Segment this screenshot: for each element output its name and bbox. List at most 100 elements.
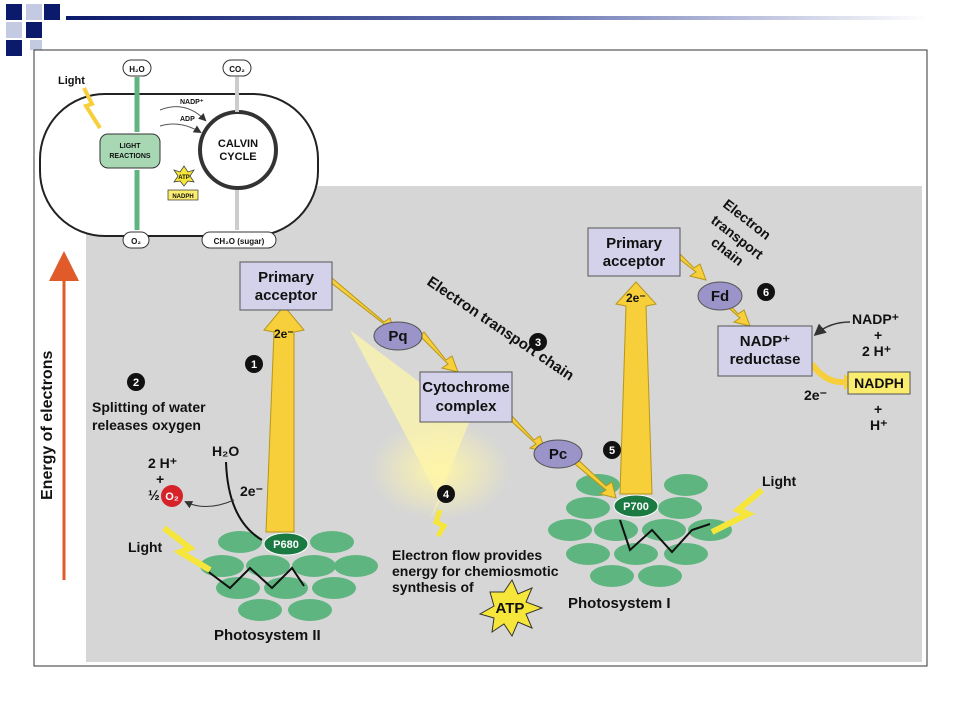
nadp-plus-label: NADP⁺ [852,311,899,327]
o2-inset-bubble [122,231,150,249]
splitting-water-label: releases oxygen [92,417,201,433]
ps2-primary-acceptor-label: acceptor [255,287,318,304]
step-marker-2 [127,373,145,391]
cytochrome-complex-box [419,371,513,423]
step-marker-4 [437,485,455,503]
pq-carrier [373,321,423,351]
ps1-light-bolt [710,487,764,535]
co2-inset-label: CO₂ [229,65,245,74]
chlorophyll-disk [218,531,262,553]
inset-nadph-box [167,189,199,201]
inset-atp-label: ATP [178,175,190,181]
photosystem-2-cluster: P680 Photosystem II [200,531,378,644]
ps1-primary-acceptor-label: acceptor [603,253,666,270]
electron-flow-label: synthesis of [392,579,474,595]
chlorophyll-disk [246,555,290,577]
chlorophyll-disk [312,577,356,599]
light-reactions-box [99,133,161,169]
h2o-inset-label: H₂O [129,65,145,74]
chlorophyll-disk [590,565,634,587]
ps2-excitation-path [205,566,305,590]
chlorophyll-disk [614,543,658,565]
ps1-electron-arrow [615,281,657,495]
deco-square [6,4,22,20]
fd-label: Fd [711,288,729,305]
deco-square [6,40,22,56]
calvin-cycle-label: CALVIN [218,138,258,150]
electron-flow-label: Electron flow provides [392,547,542,563]
water-label: H₂O [212,443,239,459]
inset-atp-star [173,165,195,187]
chlorophyll-disk [642,519,686,541]
h2o-inset-bubble [122,59,152,77]
nadp-input-arrow [813,321,851,336]
electron-flow-label: energy for chemiosmotic [392,563,559,579]
chlorophyll-disk [238,599,282,621]
atp-label: ATP [496,600,525,617]
energy-axis: Energy of electrons [39,251,79,580]
step-marker-4-label: 4 [443,489,450,501]
ps1-light-label: Light [762,473,797,489]
chlorophyll-disk [658,497,702,519]
two-h-plus-label: 2 H⁺ [148,455,177,471]
chlorophyll-disk [334,555,378,577]
deco-square [44,4,60,20]
inset-adp-label: ADP [180,116,195,123]
oxygen-release-arrow [184,499,235,509]
chlorophyll-disk [548,519,592,541]
title-bar [66,16,928,20]
p680-label: P680 [273,539,299,551]
p700-reaction-center [613,494,659,518]
inset-nadp-arrow [159,106,207,122]
gray-panel [86,186,922,662]
h-plus-label: H⁺ [870,417,888,433]
chlorophyll-disk [566,497,610,519]
inset-light-label: Light [58,75,85,87]
inset-adp-arrow [159,123,202,134]
cytochrome-complex-label: Cytochrome [422,379,510,396]
chlorophyll-disk [200,555,244,577]
calvin-cycle-label: CYCLE [219,151,256,163]
inset-light-bolt [82,87,102,130]
p700-label: P700 [623,501,649,513]
ps2-electron-arrow [263,305,305,533]
photosystem-1-cluster: P700 Photosystem I [548,474,732,612]
water-electron-path [225,461,263,541]
chlorophyll-disk [292,555,336,577]
step-marker-5 [603,441,621,459]
step-marker-6-label: 6 [763,287,769,299]
chlorophyll-disk [264,577,308,599]
half-label: ½ [148,487,160,503]
splitting-water-label: Splitting of water [92,399,206,415]
chlorophyll-disk [216,577,260,599]
ps1-primary-acceptor-label: Primary [606,235,663,252]
photosystem-2-label: Photosystem II [214,627,321,644]
deco-square [6,22,22,38]
calvin-cycle-circle [198,110,278,190]
atp-starburst [478,578,544,638]
light-reactions-label: LIGHT [120,143,142,150]
energy-glow-ellipse [370,420,510,520]
step-marker-1-label: 1 [251,359,257,371]
inset-nadph-label: NADPH [172,194,193,200]
water-2e-label: 2e⁻ [240,483,263,499]
plus-label: + [874,401,882,417]
chlorophyll-disk [664,543,708,565]
pc-label: Pc [549,446,567,463]
atp-energy-bolt [432,509,448,538]
chlorophyll-disk [594,519,638,541]
ps1-excitation-path [619,519,711,554]
pc-carrier [533,439,583,469]
chlorophyll-disk [288,599,332,621]
step-marker-1 [245,355,263,373]
nadp-reductase-box [717,325,813,377]
etc-arrow-pq-cytochrome [419,331,459,373]
oxygen-label: O₂ [165,491,179,503]
chloroplast-outline [39,93,319,237]
deco-square [30,40,42,50]
chloroplast-inset: LIGHT REACTIONS CALVIN CYCLE H₂O CO₂ O₂ … [39,59,319,249]
cytochrome-complex-label: complex [436,398,498,415]
chlorophyll-disk [310,531,354,553]
nadph-label: NADPH [854,375,904,391]
